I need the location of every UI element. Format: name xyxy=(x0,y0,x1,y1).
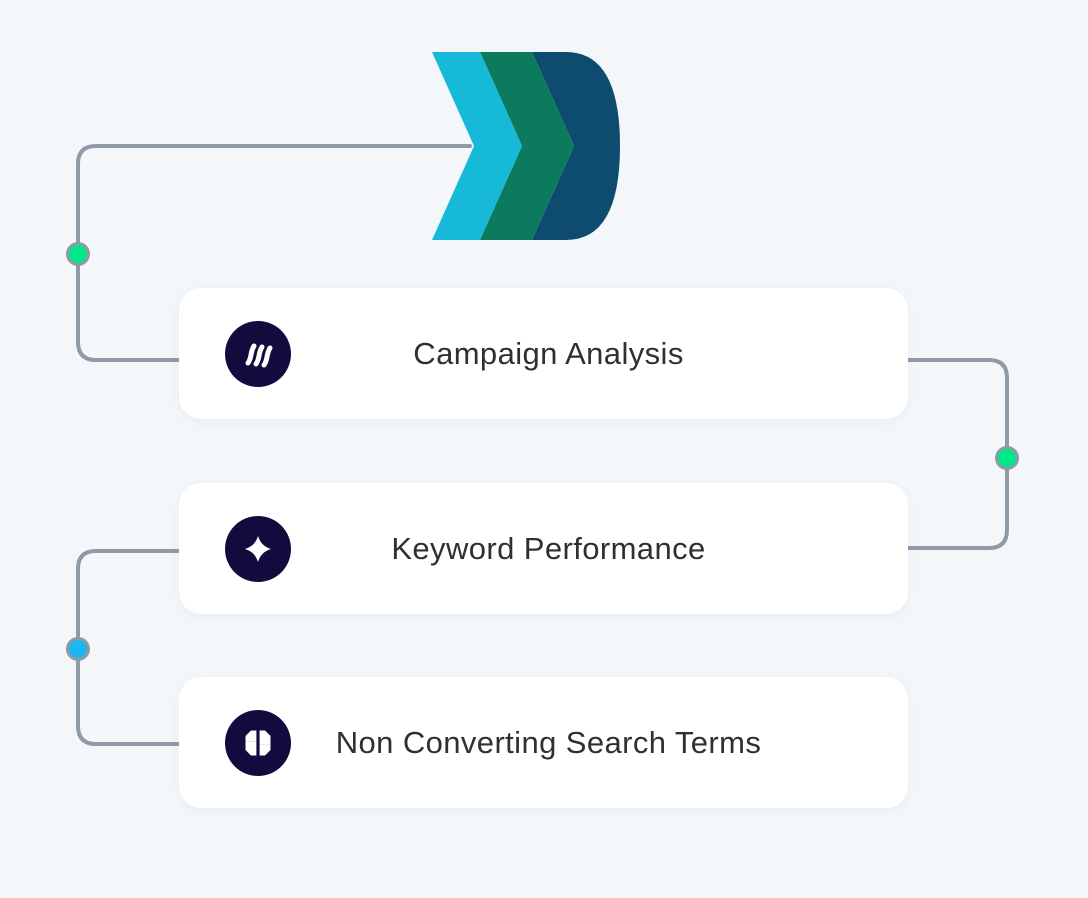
connector-path-card2-to-card3 xyxy=(76,549,181,746)
connector-node-bottom-left xyxy=(66,637,90,661)
wave-lines-glyph xyxy=(245,343,273,367)
connector-path-card1-to-card2 xyxy=(906,358,1009,550)
chevron-cyan xyxy=(432,52,522,240)
sparkle-star-icon xyxy=(225,515,291,582)
pinwheel-octagon-icon xyxy=(225,709,291,776)
card-label-campaign-analysis: Campaign Analysis xyxy=(413,335,684,371)
pinwheel-blade-3 xyxy=(259,744,271,755)
pinwheel-blade-4 xyxy=(245,740,257,755)
sparkle-star-glyph xyxy=(245,535,271,562)
pinwheel-blade-1 xyxy=(245,730,257,741)
chevron-teal xyxy=(480,52,574,240)
card-label-non-converting-search-terms: Non Converting Search Terms xyxy=(335,724,762,760)
wave-lines-icon xyxy=(225,320,291,387)
card-non-converting-search-terms[interactable]: Non Converting Search Terms xyxy=(179,677,908,808)
sparkle-path xyxy=(245,535,271,562)
card-campaign-analysis[interactable]: Campaign Analysis xyxy=(179,288,908,419)
connector-node-top-left xyxy=(66,242,90,266)
brand-logo xyxy=(424,52,630,240)
card-keyword-performance[interactable]: Keyword Performance xyxy=(179,483,908,614)
connector-node-right xyxy=(995,446,1019,470)
card-label-keyword-performance: Keyword Performance xyxy=(391,530,706,566)
pinwheel-blade-2 xyxy=(259,730,271,745)
chevron-navy xyxy=(532,52,620,240)
pinwheel-octagon-glyph xyxy=(245,730,271,755)
triple-chevron-icon xyxy=(432,52,620,240)
